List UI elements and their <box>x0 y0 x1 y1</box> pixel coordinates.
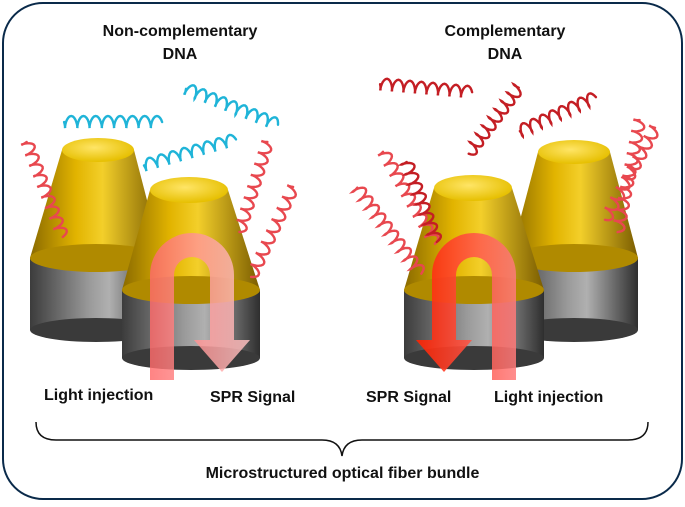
left-light-path-arrow <box>150 233 250 380</box>
bundle-caption: Microstructured optical fiber bundle <box>205 465 480 482</box>
right-light-path-arrow <box>416 233 516 380</box>
left-light-injection-label: Light injection <box>44 387 154 404</box>
right-title-line2: DNA <box>487 46 523 63</box>
left-spr-signal-label: SPR Signal <box>210 389 296 406</box>
left-probe-dna-3 <box>249 184 298 279</box>
right-light-injection-label: Light injection <box>494 389 604 406</box>
right-spr-signal-label: SPR Signal <box>366 389 452 406</box>
right-probe-dna-4 <box>603 124 659 222</box>
noncomp-dna-1 <box>62 114 164 129</box>
left-title-line2: DNA <box>162 46 198 63</box>
comp-dna-3 <box>518 92 598 140</box>
comp-dna-4 <box>397 160 443 244</box>
comp-dna-2 <box>467 81 522 156</box>
bundle-brace <box>35 421 649 457</box>
comp-dna-1 <box>378 77 474 98</box>
left-probe-dna-2 <box>236 139 273 234</box>
left-probe-dna-1 <box>20 140 68 239</box>
noncomp-dna-2 <box>183 84 280 128</box>
right-title-line1: Complementary <box>444 23 566 40</box>
dna-layer <box>20 77 659 279</box>
noncomp-dna-3 <box>142 133 238 172</box>
left-title-line1: Non-complementary <box>102 23 258 40</box>
right-probe-dna-1 <box>348 186 425 275</box>
